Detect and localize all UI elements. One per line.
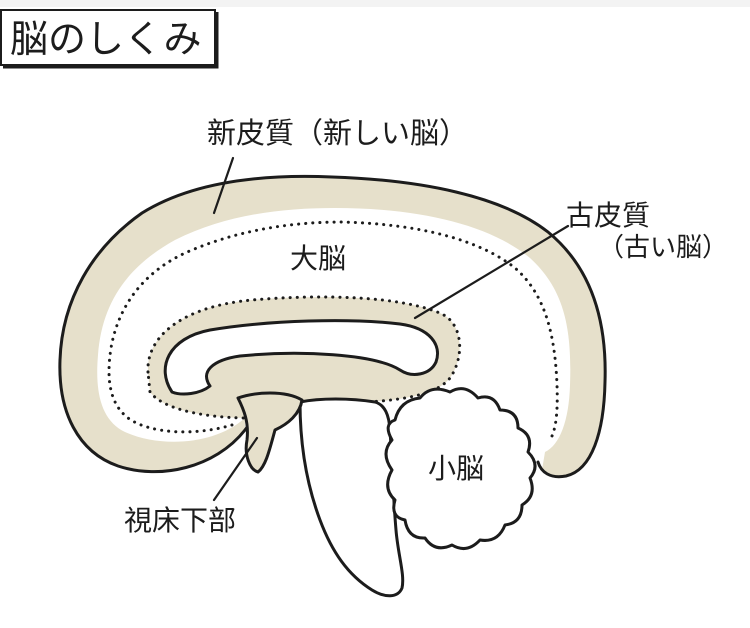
title-box: 脳のしくみ: [0, 9, 219, 69]
title-frame-shadow: [3, 12, 219, 69]
leader-line-paleocortex: [413, 224, 570, 320]
paleocortex-dotted-boundary: [146, 295, 462, 420]
cerebellum: [384, 387, 537, 551]
cerebrum-outline: [58, 174, 607, 479]
ventricle: [163, 319, 439, 396]
label-cerebrum: 大脳: [290, 242, 346, 275]
leader-line-neocortex: [212, 156, 235, 215]
hypothalamus-region: [236, 391, 304, 474]
title-frame: [0, 9, 216, 66]
label-paleocortex-note: （古い脳）: [598, 233, 728, 263]
label-hypothalamus: 視床下部: [124, 504, 236, 537]
brainstem: [298, 397, 405, 598]
leader-line-hypothalamus: [212, 436, 259, 502]
diagram-title: 脳のしくみ: [10, 17, 202, 61]
top-strip: [0, 0, 750, 7]
neocortex-dotted-boundary: [107, 220, 559, 442]
label-cerebellum: 小脳: [428, 452, 484, 485]
label-paleocortex: 古皮質: [566, 199, 650, 232]
label-neocortex: 新皮質（新しい脳）: [207, 116, 468, 150]
